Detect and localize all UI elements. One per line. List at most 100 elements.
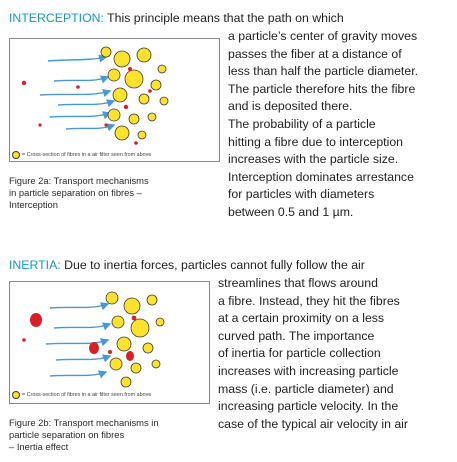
fibre-icon [116, 336, 132, 352]
fibre-icon [142, 342, 154, 354]
airflow-arrow [47, 54, 108, 63]
legend-text: = Cross-section of fibres in a air filte… [22, 152, 152, 158]
airflow-arrows [45, 302, 112, 379]
fibre-cross-sections [105, 291, 165, 388]
particle-icon [89, 342, 99, 354]
body-line: for particles with diameters [228, 187, 375, 201]
airflow-arrow [49, 111, 112, 120]
particle-icon [76, 85, 80, 89]
body-line: a particle’s center of gravity moves [228, 29, 418, 43]
figure-caption-line: in particle separation on fibres – [9, 187, 142, 198]
particle-icon [22, 338, 26, 342]
fibre-icon [113, 50, 131, 68]
interception-diagram [21, 46, 169, 145]
airflow-arrow [39, 88, 112, 98]
term-interception: INTERCEPTION: [9, 11, 104, 25]
figure-caption-line: Interception [9, 199, 58, 210]
body-line: between 0.5 and 1 µm. [228, 205, 354, 219]
inertia-diagram [22, 291, 165, 388]
fibre-icon [159, 96, 169, 106]
body-line: streamlines that flows around [218, 276, 378, 290]
fibre-icon [130, 318, 150, 338]
fibre-icon [137, 130, 147, 140]
airflow-arrow [49, 370, 108, 379]
fibre-icon [128, 113, 140, 125]
body-line: of inertia for particle collection [218, 346, 381, 360]
section-intro-inertia: INERTIA: Due to inertia forces, particle… [9, 257, 365, 275]
fibre-icon [130, 362, 142, 374]
body-line: The particle therefore hits the fibre [228, 82, 416, 96]
fibre-icon [147, 112, 157, 122]
fibre-icon [100, 46, 112, 58]
airflow-arrows [39, 54, 116, 132]
particle-icon [108, 350, 112, 354]
figure-interception: = Cross-section of fibres in a air filte… [9, 38, 220, 162]
figure-legend: = Cross-section of fibres in a air filte… [12, 151, 151, 159]
particles [22, 313, 137, 361]
figure-caption-line: Figure 2b: Transport mechanisms in [9, 417, 159, 428]
particle-icon [126, 351, 134, 361]
fibre-cross-sections [100, 46, 169, 141]
body-line: a fibre. Instead, they hit the fibres [218, 294, 400, 308]
particle-icon [21, 80, 27, 86]
body-line: and is deposited there. [228, 99, 353, 113]
fibre-icon [109, 357, 123, 371]
body-line: hitting a fibre due to interception [228, 135, 404, 149]
particle-icon [148, 89, 152, 93]
particle-icon [131, 315, 137, 321]
section-intro-interception: INTERCEPTION: This principle means that … [9, 10, 344, 28]
particle-icon [128, 67, 132, 71]
airflow-arrow [55, 354, 112, 363]
airflow-arrow [45, 338, 110, 347]
term-inertia: INERTIA: [9, 258, 61, 272]
legend-text: = Cross-section of fibres in a air filte… [22, 392, 152, 398]
figure-legend: = Cross-section of fibres in a air filte… [12, 391, 151, 399]
fibre-icon [107, 108, 121, 122]
fibre-icon [150, 79, 162, 91]
body-line: passes the fiber at a distance of [228, 47, 402, 61]
body-line: increasing particle velocity. In the [218, 399, 399, 413]
fibre-icon [146, 294, 158, 306]
intro-text: Due to inertia forces, particles cannot … [60, 258, 365, 272]
figure-inertia: = Cross-section of fibres in a air filte… [9, 281, 210, 404]
body-line: The probability of a particle [228, 117, 376, 131]
figure-caption-line: Figure 2a: Transport mechanisms [9, 175, 149, 186]
fibre-icon [107, 68, 121, 82]
airflow-arrow [65, 123, 116, 132]
fibre-icon [112, 87, 128, 103]
fibre-icon [157, 64, 167, 74]
particles [21, 67, 152, 145]
body-line: at a certain proximity on a less [218, 311, 385, 325]
fibre-icon [136, 47, 152, 63]
fibre-legend-icon [12, 391, 20, 399]
fibre-icon [123, 297, 141, 315]
airflow-arrow [53, 75, 110, 84]
fibre-icon [124, 69, 144, 89]
body-line: Interception dominates arrestance [228, 170, 414, 184]
fibre-legend-icon [12, 151, 20, 159]
fibre-icon [111, 315, 125, 329]
figure-caption-line: particle separation on fibres [9, 429, 125, 440]
fibre-icon [138, 93, 150, 105]
fibre-icon [155, 317, 165, 327]
fibre-icon [105, 291, 119, 305]
body-line: curved path. The importance [218, 329, 375, 343]
intro-text: This principle means that the path on wh… [103, 11, 344, 25]
airflow-arrow [53, 322, 112, 331]
body-line: mass (i.e. particle diameter) and [218, 382, 394, 396]
body-line: case of the typical air velocity in air [218, 417, 409, 431]
figure-caption-line: – Inertia effect [9, 441, 69, 452]
airflow-arrow [57, 99, 116, 108]
fibre-icon [114, 125, 130, 141]
body-line: increases with the particle size. [228, 152, 399, 166]
particle-icon [104, 123, 108, 127]
fibre-icon [120, 376, 132, 388]
body-line: increases with increasing particle [218, 364, 399, 378]
airflow-arrow [49, 302, 110, 311]
fibre-icon [151, 359, 161, 369]
particle-icon [30, 313, 42, 327]
particle-icon [134, 141, 138, 145]
body-line: less than half the particle diameter. [228, 64, 419, 78]
particle-icon [123, 104, 129, 110]
particle-icon [38, 123, 42, 127]
